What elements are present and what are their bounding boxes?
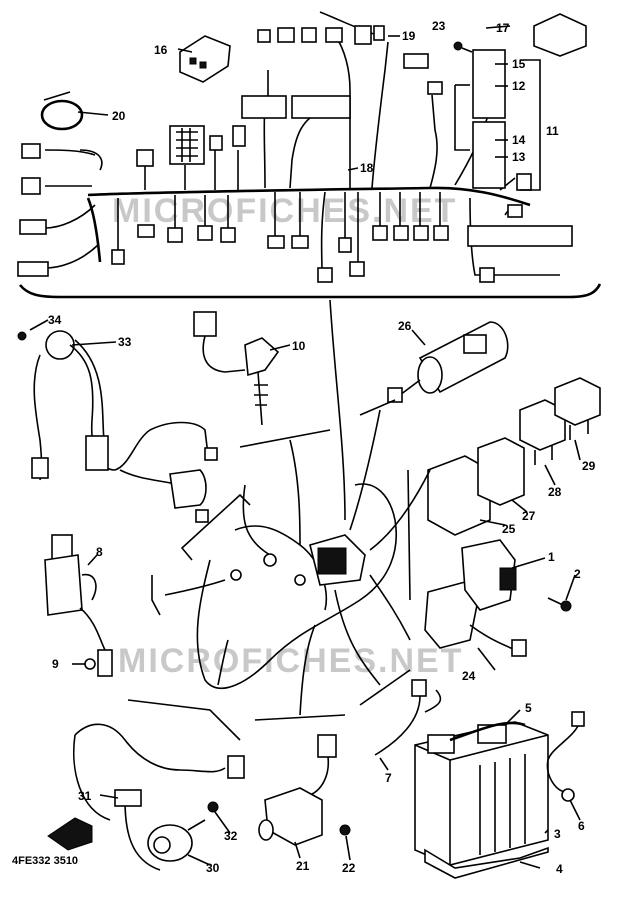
callout-7: 7 xyxy=(385,771,392,785)
callout-29: 29 xyxy=(582,459,596,473)
part-17-relay xyxy=(533,13,587,57)
part-7-lead xyxy=(374,679,442,756)
part-10-sensor xyxy=(193,311,280,426)
callout-11: 11 xyxy=(546,124,559,138)
callout-20: 20 xyxy=(112,109,126,123)
part-24-rectifier xyxy=(424,539,527,657)
callout-19: 19 xyxy=(402,29,416,43)
part-9-screw xyxy=(84,658,96,670)
part-20-cable-band xyxy=(40,91,84,131)
harness-connectors xyxy=(17,25,573,283)
callout-labels: 1 2 3 4 5 6 7 8 9 10 11 12 13 14 15 16 1… xyxy=(48,19,596,876)
callout-8: 8 xyxy=(96,545,103,559)
part-6-lead xyxy=(546,711,585,802)
arrow-fwd-icon xyxy=(47,817,93,851)
part-21-relay xyxy=(258,734,337,846)
callout-32: 32 xyxy=(224,829,238,843)
harness-group-bracket xyxy=(18,283,602,299)
callout-30: 30 xyxy=(206,861,220,875)
callout-33: 33 xyxy=(118,335,132,349)
bracket-11 xyxy=(520,59,541,191)
part-23-screw xyxy=(453,41,473,53)
callout-21: 21 xyxy=(296,859,310,873)
callout-31: 31 xyxy=(78,789,92,803)
callout-3: 3 xyxy=(554,827,561,841)
part-4-battery-tray xyxy=(424,846,549,879)
callout-13: 13 xyxy=(512,150,526,164)
leader-lines xyxy=(29,25,581,869)
part-28-relay xyxy=(519,399,566,465)
part-32-screw xyxy=(207,801,219,813)
callout-22: 22 xyxy=(342,861,356,875)
watermark-top: MICROFICHES.NET xyxy=(112,192,457,230)
callout-12: 12 xyxy=(512,79,526,93)
part-2-bolt xyxy=(547,597,572,612)
callout-1: 1 xyxy=(548,550,555,564)
part-25-relay xyxy=(427,455,491,536)
group-brackets xyxy=(127,399,411,741)
callout-24: 24 xyxy=(462,669,476,683)
callout-27: 27 xyxy=(522,509,536,523)
callout-25: 25 xyxy=(502,522,516,536)
callout-10: 10 xyxy=(292,339,306,353)
callout-9: 9 xyxy=(52,657,59,671)
part-30-switch xyxy=(147,819,206,862)
part-26-capacitor xyxy=(387,321,509,403)
callout-2: 2 xyxy=(574,567,581,581)
callout-16: 16 xyxy=(154,43,168,57)
callout-23: 23 xyxy=(432,19,446,33)
callout-28: 28 xyxy=(548,485,562,499)
callout-5: 5 xyxy=(525,701,532,715)
callout-14: 14 xyxy=(512,133,526,147)
callout-6: 6 xyxy=(578,819,585,833)
part-22-screw xyxy=(339,824,351,836)
reference-code: 4FE332 3510 xyxy=(12,855,78,867)
callout-15: 15 xyxy=(512,57,526,71)
part-8-main-switch xyxy=(44,534,113,677)
callout-34: 34 xyxy=(48,313,62,327)
callout-26: 26 xyxy=(398,319,412,333)
watermark-bottom: MICROFICHES.NET xyxy=(118,642,463,680)
part-16-coupler xyxy=(179,35,231,83)
part-29-relay xyxy=(554,377,601,440)
callout-4: 4 xyxy=(556,862,563,876)
callout-17: 17 xyxy=(496,21,510,35)
callout-18: 18 xyxy=(360,161,374,175)
part-3-battery xyxy=(414,721,549,866)
part-5-battery-band xyxy=(449,721,526,742)
part-27-relay xyxy=(477,437,525,506)
part-33-sub-harness xyxy=(17,330,218,523)
frame-center-assembly xyxy=(164,299,431,716)
